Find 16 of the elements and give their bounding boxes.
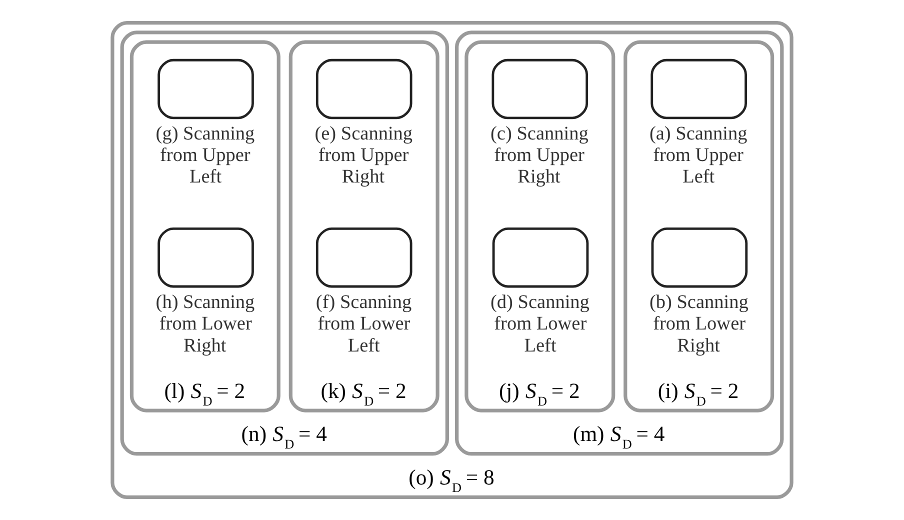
node-box [492,58,588,120]
node-label: (h) Scanning from Lower Right [156,292,255,356]
node-box [316,227,412,288]
node-label: (f) Scanning from Lower Left [316,292,412,356]
node-box [316,58,412,120]
node-label: (a) Scanning from Upper Left [649,123,748,188]
node-box [651,227,748,288]
node-box [158,227,254,288]
node-box [492,227,589,288]
node-label: (c) Scanning from Upper Right [490,123,588,188]
node-box [650,58,747,120]
node-label: (e) Scanning from Upper Right [314,123,413,188]
node-label: (b) Scanning from Lower Right [649,292,748,356]
node-box [158,58,254,120]
node-label: (d) Scanning from Lower Left [490,292,590,356]
node-label: (g) Scanning from Upper Left [156,123,255,188]
